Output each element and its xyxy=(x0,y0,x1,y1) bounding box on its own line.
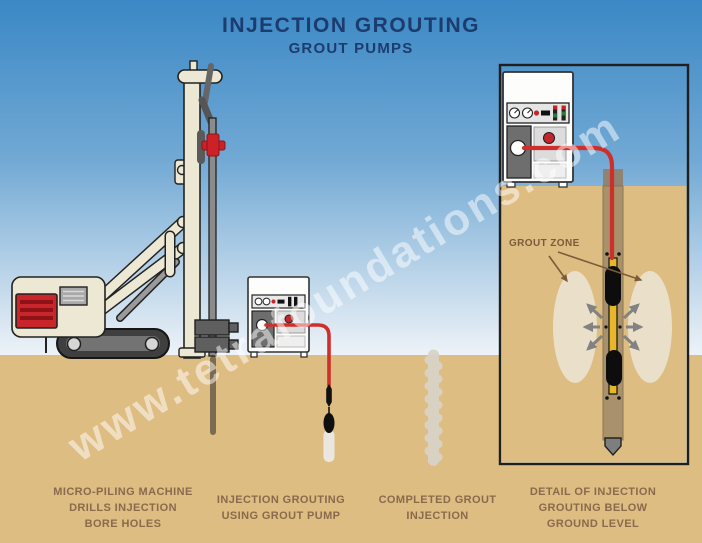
injection-packer-assembly xyxy=(323,384,335,462)
pump-button xyxy=(284,314,294,324)
flow-arrows xyxy=(582,303,644,351)
micro-piling-machine xyxy=(11,60,239,435)
pump-control-panel-large xyxy=(506,102,570,124)
engine-grille xyxy=(15,293,58,329)
crawler-track xyxy=(56,328,170,359)
grout-hose-large xyxy=(521,145,615,261)
borehole-rod xyxy=(210,356,216,435)
page-subtitle: GROUT PUMPS xyxy=(288,40,414,57)
packer-lower xyxy=(606,350,622,386)
caption-micro-piling-machine: MICRO-PILING MACHINE DRILLS INJECTION BO… xyxy=(53,486,193,530)
boom-arms xyxy=(82,215,190,326)
hose-fitting xyxy=(326,384,332,407)
pump-control-panel xyxy=(251,294,306,309)
grout-hose-small xyxy=(264,323,331,388)
caption-completed-grout: COMPLETED GROUT INJECTION xyxy=(378,494,497,522)
grout-zone-pointers xyxy=(548,251,643,283)
packer xyxy=(323,413,335,433)
detail-panel xyxy=(498,63,690,466)
grout-bulb-right xyxy=(628,271,672,383)
grout-bulb-left xyxy=(553,271,597,383)
mast-handle xyxy=(202,63,214,105)
rod-clamps xyxy=(194,319,239,353)
drill-bit xyxy=(604,437,622,457)
machine-body xyxy=(11,276,106,353)
grout-pump-large xyxy=(502,71,574,188)
page-title: INJECTION GROUTING xyxy=(221,14,480,37)
packer-upper xyxy=(605,266,621,306)
grout-zone-label: GROUT ZONE xyxy=(509,238,580,249)
pump-button-large xyxy=(542,131,556,145)
caption-injection-grouting: INJECTION GROUTING USING GROUT PUMP xyxy=(216,494,346,522)
completed-grout-column xyxy=(424,349,443,466)
grout-swivel-valve xyxy=(197,130,226,164)
injection-pipe-assembly xyxy=(604,252,622,400)
drill-mast xyxy=(174,60,223,359)
air-vent xyxy=(59,286,88,306)
caption-detail-view: DETAIL OF INJECTION GROUTING BELOW GROUN… xyxy=(529,486,657,530)
grout-pump-small xyxy=(247,276,310,358)
drill-rod xyxy=(197,117,226,357)
